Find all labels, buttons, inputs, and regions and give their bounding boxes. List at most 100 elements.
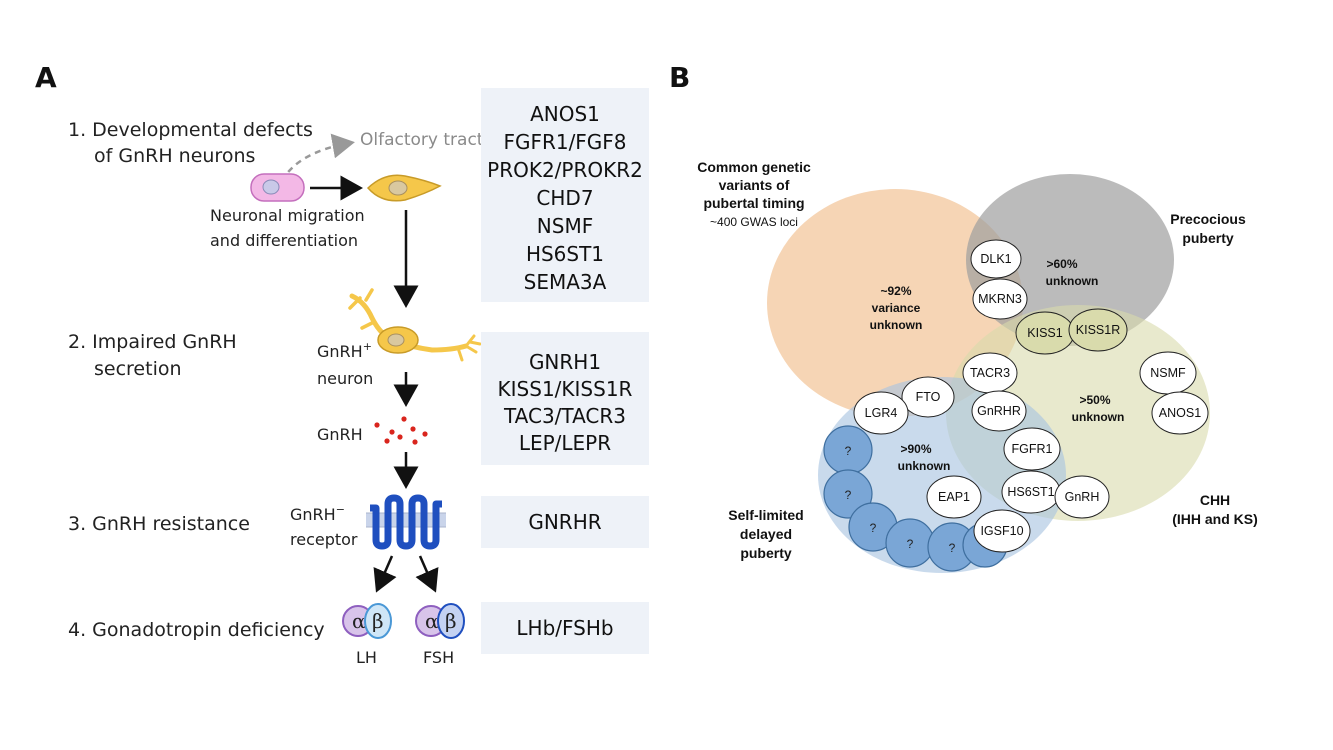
node-mkrn3 (972, 278, 1028, 320)
panel-b: B Common genetic variants of pubertal ti… (669, 61, 1258, 573)
step-1-line-2: of GnRH neurons (94, 145, 255, 167)
sldp-unknown-2: unknown (898, 459, 951, 473)
gene-nsmf: NSMF (537, 214, 593, 238)
migration-label-1: Neuronal migration (210, 206, 365, 225)
lh-alpha: α (352, 609, 366, 633)
gnrh-neuron-label-1: GnRH+ (317, 340, 372, 361)
gene-hs6st1: HS6ST1 (526, 242, 604, 266)
gene-kiss1-kiss1r: KISS1/KISS1R (498, 377, 633, 401)
chh-label-2: (IHH and KS) (1172, 511, 1258, 527)
node-igsf10 (973, 509, 1031, 553)
sldp-label-2: delayed (740, 526, 792, 542)
gene-fgfr1-fgf8: FGFR1/FGF8 (503, 130, 626, 154)
fsh-label: FSH (423, 648, 454, 667)
node-hs6st1-label: HS6ST1 (1007, 485, 1054, 499)
unknown-gene-label-3: ? (870, 521, 877, 535)
chh-unknown-1: >50% (1079, 393, 1110, 407)
step-3-label: 3. GnRH resistance (68, 513, 250, 535)
unknown-gene-node-2 (823, 469, 873, 519)
olfactory-label: Olfactory tract (360, 130, 484, 150)
gene-box-1 (481, 88, 649, 302)
panel-b-letter: B (669, 61, 690, 94)
node-eap1 (926, 475, 982, 519)
gnrh-dots-icon (374, 416, 428, 445)
node-anos1 (1151, 391, 1209, 435)
common-unknown-1: ~92% (880, 284, 911, 298)
node-dlk1 (970, 239, 1022, 279)
chh-unknown-2: unknown (1072, 410, 1125, 424)
gene-lhb-fshb: LHb/FSHb (516, 616, 613, 640)
node-kiss1-label: KISS1 (1027, 326, 1062, 340)
prec-unknown-1: >60% (1046, 257, 1077, 271)
panel-a: A 1. Developmental defects of GnRH neuro… (35, 61, 649, 667)
gene-box-2 (481, 332, 649, 465)
gnrh-label: GnRH (317, 425, 363, 444)
node-fgfr1 (1003, 427, 1061, 471)
gene-gnrh1: GNRH1 (529, 350, 601, 374)
unknown-gene-label-2: ? (845, 488, 852, 502)
receptor-label-1: GnRH− (290, 503, 345, 524)
arrow-to-fsh (415, 555, 439, 593)
receptor-label-2: receptor (290, 530, 358, 549)
gene-prok2-prokr2: PROK2/PROKR2 (487, 158, 643, 182)
common-label-2: variants of (719, 177, 790, 193)
gene-anos1: ANOS1 (530, 102, 600, 126)
lh-icon: α β (342, 603, 392, 639)
fsh-icon: α β (415, 603, 465, 639)
sldp-label-1: Self-limited (728, 507, 803, 523)
node-tacr3-label: TACR3 (970, 366, 1010, 380)
node-fto (901, 376, 955, 418)
node-kiss1r-label: KISS1R (1076, 323, 1120, 337)
node-igsf10-label: IGSF10 (980, 524, 1023, 538)
fsh-beta: β (445, 609, 457, 633)
arrow-to-lh (373, 555, 397, 593)
precocious-label-1: Precocious (1170, 211, 1246, 227)
step-4-label: 4. Gonadotropin deficiency (68, 619, 325, 641)
olfactory-arrow (280, 133, 355, 182)
node-eap1-label: EAP1 (938, 490, 970, 504)
gene-lep-lepr: LEP/LEPR (519, 431, 611, 455)
gene-box-3 (481, 496, 649, 548)
gnrh-receptor-icon (366, 494, 446, 550)
gene-sema3a: SEMA3A (524, 270, 607, 294)
sldp-unknown-1: >90% (900, 442, 931, 456)
gene-box-4 (481, 602, 649, 654)
common-label-3: pubertal timing (703, 195, 804, 211)
unknown-gene-label-1: ? (845, 444, 852, 458)
node-gnrhr (971, 390, 1027, 432)
common-unknown-3: unknown (870, 318, 923, 332)
unknown-gene-label-5: ? (949, 541, 956, 555)
node-mkrn3-label: MKRN3 (978, 292, 1022, 306)
node-kiss1r (1068, 308, 1128, 352)
migrating-neuron-nucleus-icon (388, 180, 408, 196)
sldp-label-3: puberty (740, 545, 792, 561)
node-gnrhr-label: GnRHR (977, 404, 1021, 418)
gene-gnrhr: GNRHR (528, 510, 601, 534)
chh-label-1: CHH (1200, 492, 1230, 508)
common-variants-ellipse (767, 189, 1023, 417)
precocious-label-2: puberty (1182, 230, 1234, 246)
panel-a-letter: A (35, 61, 57, 94)
common-label-sub: ~400 GWAS loci (710, 215, 798, 229)
node-gnrh-label: GnRH (1065, 490, 1100, 504)
lh-label: LH (356, 648, 377, 667)
step-2-line-2: secretion (94, 358, 182, 380)
node-dlk1-label: DLK1 (980, 252, 1011, 266)
step-2-line-1: 2. Impaired GnRH (68, 331, 237, 353)
node-gnrh (1054, 475, 1110, 519)
common-label-1: Common genetic (697, 159, 811, 175)
node-fgfr1-label: FGFR1 (1012, 442, 1053, 456)
gene-tac3-tacr3: TAC3/TACR3 (503, 404, 626, 428)
prec-unknown-2: unknown (1046, 274, 1099, 288)
node-anos1-label: ANOS1 (1159, 406, 1201, 420)
node-lgr4 (853, 391, 909, 435)
fsh-alpha: α (425, 609, 439, 633)
gnrh-neuron-icon (348, 288, 482, 362)
common-unknown-2: variance (872, 301, 921, 315)
node-nsmf-label: NSMF (1150, 366, 1186, 380)
node-lgr4-label: LGR4 (865, 406, 898, 420)
migration-label-2: and differentiation (210, 231, 358, 250)
progenitor-nucleus-icon (262, 179, 280, 195)
gnrh-neuron-label-2: neuron (317, 369, 373, 388)
